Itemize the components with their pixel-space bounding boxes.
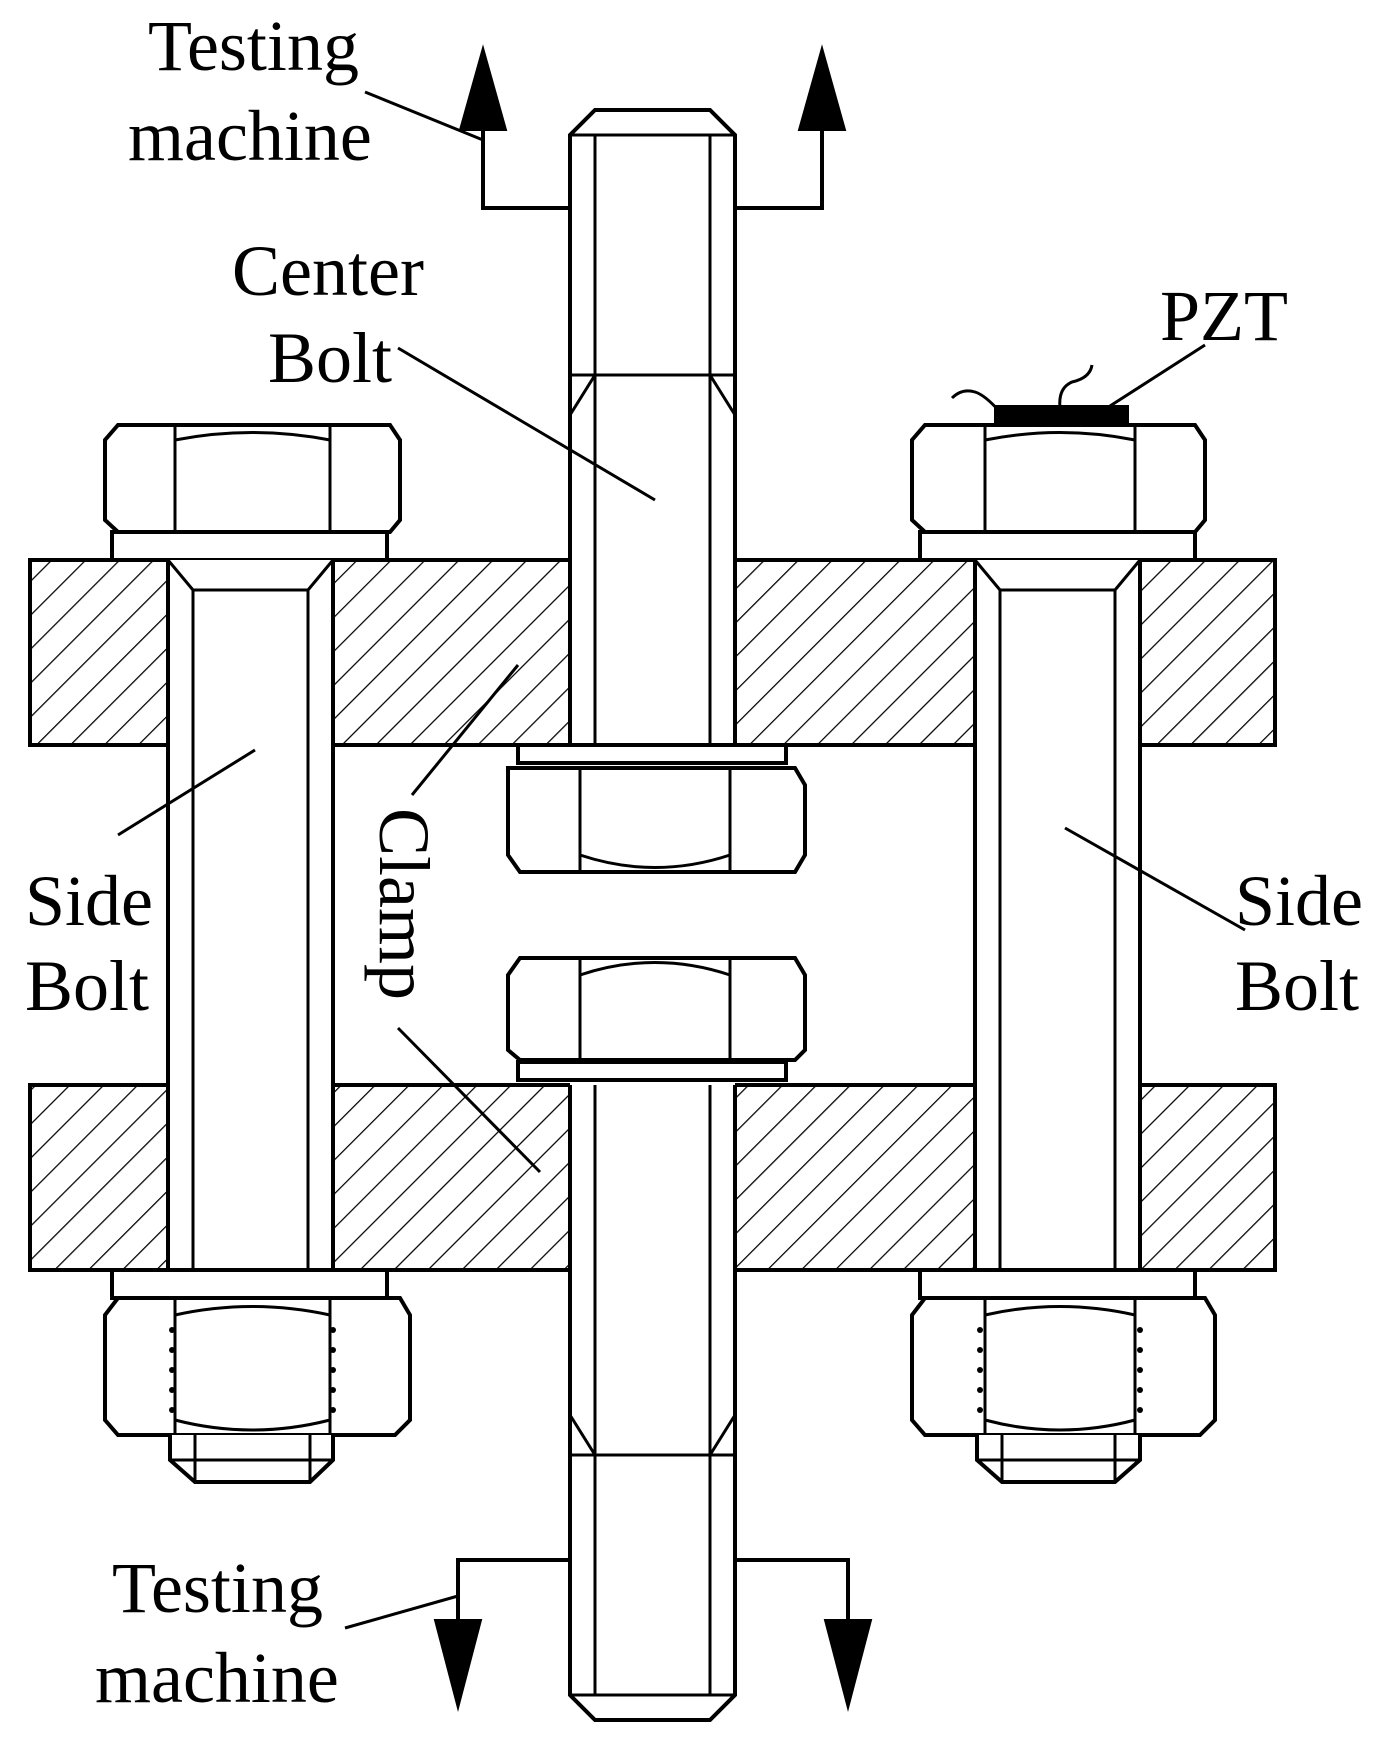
top-testing-machine-grip bbox=[364, 44, 847, 210]
center-nut-lower bbox=[506, 956, 807, 1082]
right-nut-thread-dots bbox=[977, 1327, 1143, 1413]
left-nut-thread-dots bbox=[169, 1327, 336, 1413]
side-bolt-right-label-line1: Side bbox=[1235, 861, 1363, 941]
pzt-label: PZT bbox=[1160, 276, 1288, 356]
center-bolt-label-line2: Bolt bbox=[268, 318, 392, 398]
bottom-right-arrow-icon bbox=[823, 1619, 873, 1712]
center-bolt-bottom bbox=[568, 1075, 737, 1722]
side-bolt-left-label-line2: Bolt bbox=[25, 946, 149, 1026]
right-side-bolt bbox=[910, 423, 1217, 1484]
testing-machine-top-label-line1: Testing bbox=[148, 6, 359, 86]
right-side-bolt-leader bbox=[1064, 826, 1246, 932]
clamp-label: Clamp bbox=[364, 808, 444, 1000]
clamp-lower-leader bbox=[396, 1026, 542, 1174]
bottom-testing-machine-grip bbox=[344, 1558, 873, 1712]
top-right-arrow-icon bbox=[797, 44, 847, 131]
side-bolt-left-label-line1: Side bbox=[25, 861, 153, 941]
center-nut-upper bbox=[506, 743, 807, 874]
testing-machine-bottom-label-line1: Testing bbox=[112, 1548, 323, 1628]
side-bolt-right-label-line2: Bolt bbox=[1235, 946, 1359, 1026]
center-bolt-top bbox=[568, 108, 737, 755]
bottom-left-arrow-icon bbox=[433, 1619, 483, 1712]
top-left-arrow-icon bbox=[458, 44, 508, 131]
testing-machine-top-label-line2: machine bbox=[128, 96, 372, 176]
pzt-sensor bbox=[950, 343, 1206, 425]
center-bolt-leader bbox=[397, 346, 656, 502]
center-bolt-label-line1: Center bbox=[232, 231, 424, 311]
testing-machine-bottom-label-line2: machine bbox=[95, 1638, 339, 1718]
clamp-upper-leader bbox=[410, 664, 520, 796]
left-side-bolt-leader bbox=[117, 748, 256, 837]
left-side-bolt bbox=[103, 423, 412, 1484]
